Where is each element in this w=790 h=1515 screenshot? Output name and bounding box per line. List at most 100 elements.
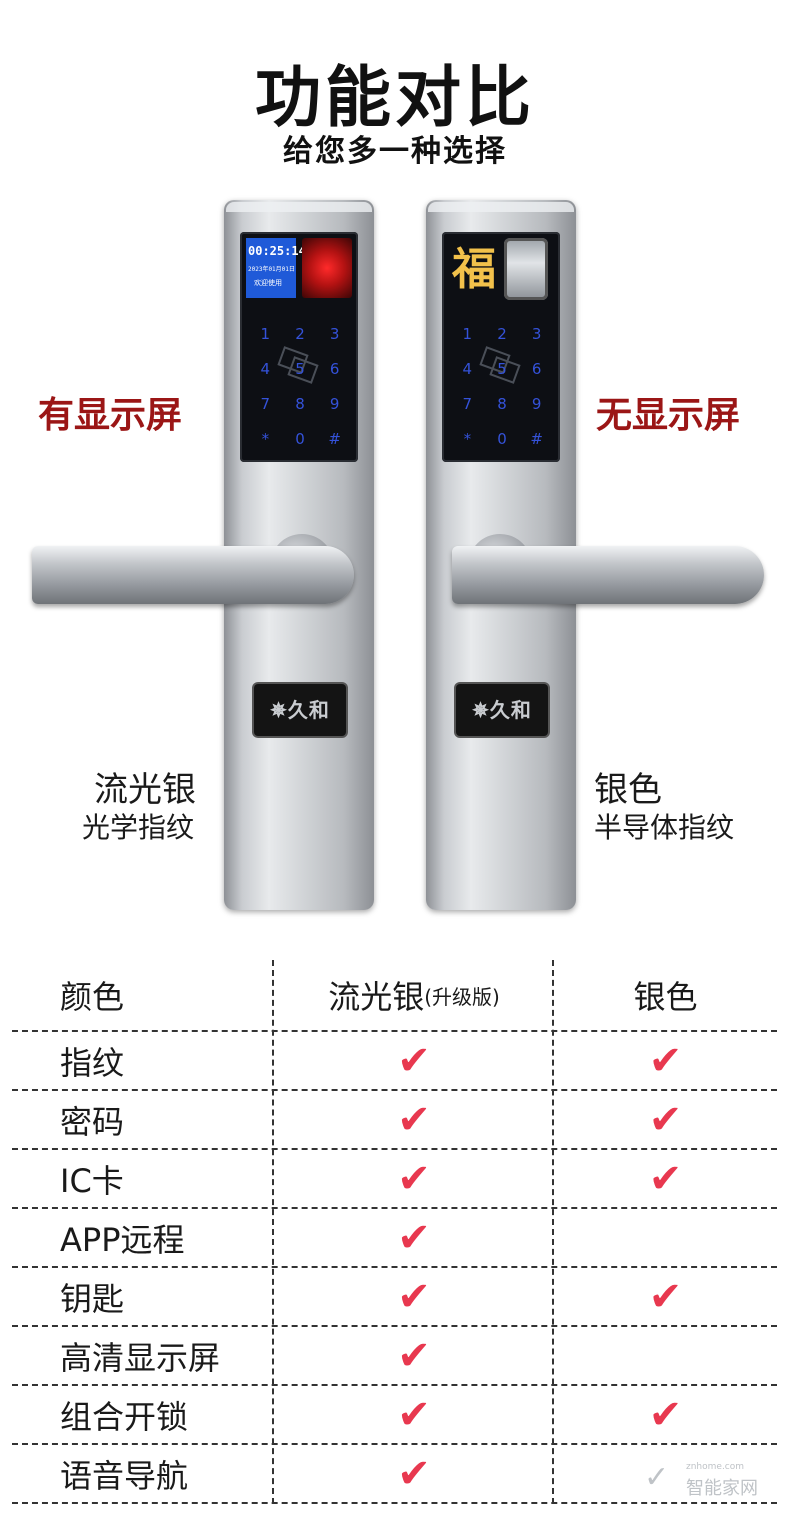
table-divider	[272, 960, 274, 1504]
right-fingerprint-caption: 半导体指纹	[594, 811, 735, 844]
check-icon: ✔	[648, 1273, 683, 1320]
plate-highlight	[226, 202, 372, 212]
col2-cell	[554, 1327, 777, 1384]
watermark-check-icon: ✓	[644, 1460, 670, 1495]
fu-character: 福	[452, 244, 496, 295]
optical-fingerprint-sensor	[302, 238, 352, 298]
header-col1: 流光银(升级版)	[274, 960, 554, 1030]
col2-cell: ✔	[554, 1091, 777, 1148]
screen-time: 00:25:14	[248, 244, 306, 258]
keypad-key: 2	[497, 324, 507, 343]
comparison-table: 颜色 流光银(升级版) 银色 指纹✔✔密码✔✔IC卡✔✔APP远程✔钥匙✔✔高清…	[12, 960, 777, 1504]
table-divider	[552, 960, 554, 1504]
table-row: 组合开锁 ✔ ✔	[12, 1386, 777, 1445]
keypad-key: 4	[462, 359, 473, 378]
keypad-key: 9	[531, 394, 542, 413]
lock-display-screen: 00:25:14 2023年01月01日 欢迎使用	[246, 238, 306, 298]
page-title: 功能对比	[255, 59, 535, 136]
header-color: 颜色	[60, 978, 125, 1016]
check-icon: ✔	[397, 1096, 431, 1143]
feature-name: 钥匙	[60, 1279, 125, 1318]
right-lock-handle	[452, 546, 764, 604]
screen-date: 2023年01月01日	[248, 266, 295, 273]
left-keypad: 1 2 3 4 5 6 7 8 9 * 0 #	[248, 316, 352, 456]
keypad-key: 7	[462, 394, 473, 413]
col1-cell: ✔	[274, 1150, 554, 1207]
check-icon: ✔	[397, 1273, 431, 1320]
keypad-key: 8	[497, 394, 507, 413]
brand-badge: ✵久和	[456, 684, 548, 736]
keypad-key: 4	[260, 359, 271, 378]
table-row: IC卡 ✔ ✔	[12, 1150, 777, 1209]
screen-welcome: 欢迎使用	[254, 279, 282, 287]
col1-cell: ✔	[274, 1209, 554, 1266]
feature-name: 组合开锁	[60, 1397, 189, 1436]
keypad-key: 9	[329, 394, 340, 413]
left-fingerprint-caption: 光学指纹	[82, 811, 195, 844]
feature-name: 指纹	[60, 1043, 125, 1082]
keypad-key: #	[530, 429, 543, 448]
check-icon: ✔	[397, 1037, 431, 1084]
feature-name: APP远程	[60, 1220, 185, 1259]
keypad-key: 6	[329, 359, 340, 378]
left-lock-handle	[32, 546, 354, 604]
keypad-key: 5	[497, 359, 507, 378]
table-row: APP远程 ✔	[12, 1209, 777, 1268]
left-color-caption: 流光银	[94, 770, 196, 810]
keypad-key: 5	[295, 359, 305, 378]
col2-cell: ✔	[554, 1150, 777, 1207]
check-icon: ✔	[648, 1037, 683, 1084]
without-display-label: 无显示屏	[596, 395, 741, 436]
keypad-key: 1	[260, 324, 271, 343]
watermark-url: znhome.com	[686, 1462, 745, 1472]
keypad-key: 0	[497, 429, 507, 448]
col1-cell: ✔	[274, 1091, 554, 1148]
keypad-key: 3	[329, 324, 340, 343]
header-col2: 银色	[633, 978, 698, 1016]
col1-cell: ✔	[274, 1386, 554, 1443]
table-row: 高清显示屏✔	[12, 1327, 777, 1386]
brand-logo-text: 久和	[287, 698, 330, 722]
keypad-key: #	[328, 429, 341, 448]
col2-cell: ✔	[554, 1386, 777, 1443]
table-row: 指纹 ✔ ✔	[12, 1032, 777, 1091]
keypad-key: 8	[295, 394, 305, 413]
watermark-text: 智能家网	[686, 1478, 758, 1499]
with-display-label: 有显示屏	[38, 395, 183, 436]
table-row: 密码 ✔ ✔	[12, 1091, 777, 1150]
table-header-row: 颜色 流光银(升级版) 银色	[12, 960, 777, 1032]
keypad-key: 0	[295, 429, 305, 448]
check-icon: ✔	[648, 1155, 683, 1202]
col2-cell: ✔	[554, 1032, 777, 1089]
keypad-key: 3	[531, 324, 542, 343]
check-icon: ✔	[397, 1332, 431, 1379]
col2-cell: ✔	[554, 1268, 777, 1325]
col1-cell: ✔	[274, 1032, 554, 1089]
keypad-key: 7	[260, 394, 271, 413]
col2-cell	[554, 1209, 777, 1266]
feature-name: IC卡	[60, 1161, 124, 1200]
header-col1-name: 流光银	[328, 978, 425, 1016]
keypad-key: 1	[462, 324, 473, 343]
keypad-key: *	[463, 429, 472, 448]
check-icon: ✔	[648, 1391, 683, 1438]
right-lock-panel: 福 1 2 3 4 5 6 7 8 9 * 0 #	[442, 232, 560, 462]
plate-highlight	[428, 202, 574, 212]
keypad-key: 6	[531, 359, 542, 378]
brand-logo-text: 久和	[489, 698, 532, 722]
table-row: 钥匙 ✔ ✔	[12, 1268, 777, 1327]
check-icon: ✔	[648, 1096, 683, 1143]
col1-cell: ✔	[274, 1445, 554, 1502]
right-keypad: 1 2 3 4 5 6 7 8 9 * 0 #	[450, 316, 554, 456]
check-icon: ✔	[397, 1391, 431, 1438]
feature-name: 密码	[60, 1102, 125, 1141]
watermark: ✓ znhome.com 智能家网	[640, 1458, 770, 1499]
header-col1-note: (升级版)	[424, 984, 500, 1009]
table-body: 指纹✔✔密码✔✔IC卡✔✔APP远程✔钥匙✔✔高清显示屏✔组合开锁✔✔语音导航✔	[12, 1032, 777, 1504]
keypad-key: 2	[295, 324, 305, 343]
keypad-key: *	[261, 429, 270, 448]
check-icon: ✔	[397, 1214, 431, 1261]
col1-cell: ✔	[274, 1327, 554, 1384]
right-color-caption: 银色	[594, 770, 662, 810]
semiconductor-fingerprint-sensor	[504, 238, 548, 300]
